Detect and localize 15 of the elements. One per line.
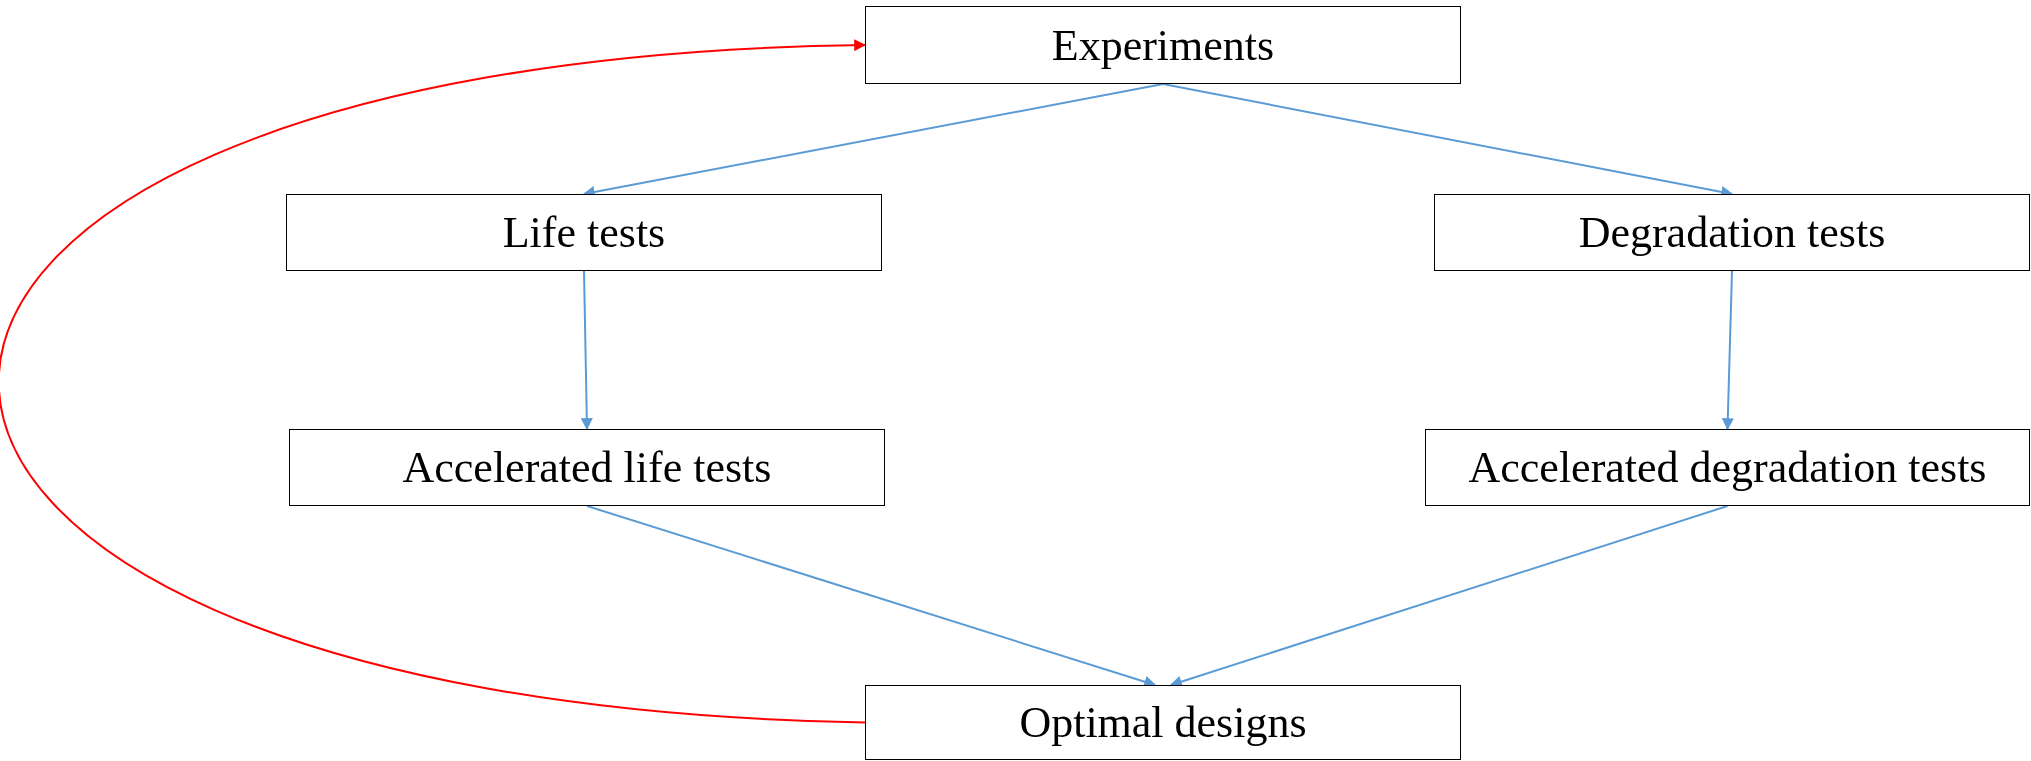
box-label: Optimal designs [1019, 697, 1307, 748]
box-label: Life tests [502, 207, 666, 258]
process-box [286, 194, 882, 271]
arrow [580, 270, 593, 431]
process-box [289, 429, 885, 506]
box-label: Experiments [1051, 19, 1275, 71]
arrow [1721, 270, 1734, 431]
process-box [1425, 429, 2030, 506]
box-label: Degradation tests [1578, 207, 1886, 258]
process-box [1434, 194, 2030, 271]
arrow [0, 39, 867, 724]
process-box [865, 6, 1461, 84]
box-label: Accelerated degradation tests [1468, 442, 1987, 493]
process-box [865, 685, 1461, 760]
box-label: Accelerated life tests [402, 442, 772, 493]
